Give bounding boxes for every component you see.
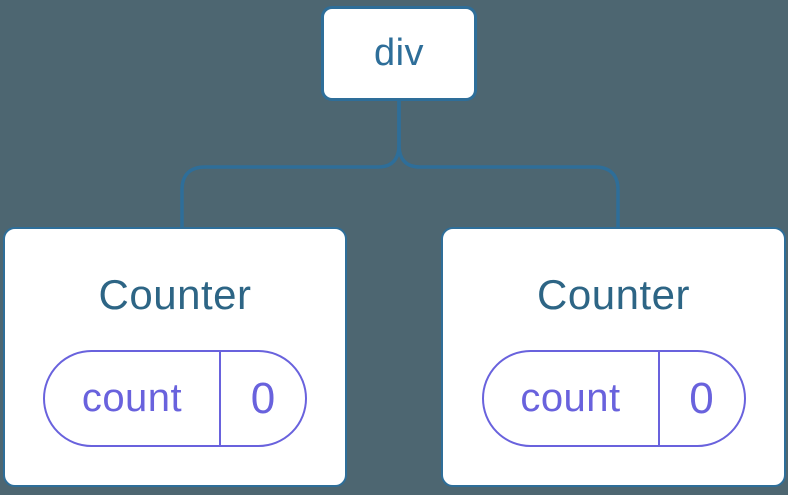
root-node-label: div xyxy=(373,32,425,74)
state-value: 0 xyxy=(657,352,744,445)
connector-left-branch xyxy=(180,100,401,228)
counter-card-left: Counter count 0 xyxy=(3,227,347,487)
connector-right-branch xyxy=(397,100,620,228)
counter-card-right: Counter count 0 xyxy=(441,227,786,487)
state-key-label: count xyxy=(81,376,183,420)
counter-card-title: Counter xyxy=(537,271,690,318)
state-pill: count 0 xyxy=(43,350,307,447)
state-value: 0 xyxy=(219,352,305,445)
state-key-label: count xyxy=(520,376,621,420)
root-node-div: div xyxy=(321,6,477,101)
state-pill: count 0 xyxy=(481,350,746,447)
counter-card-title: Counter xyxy=(98,271,252,318)
